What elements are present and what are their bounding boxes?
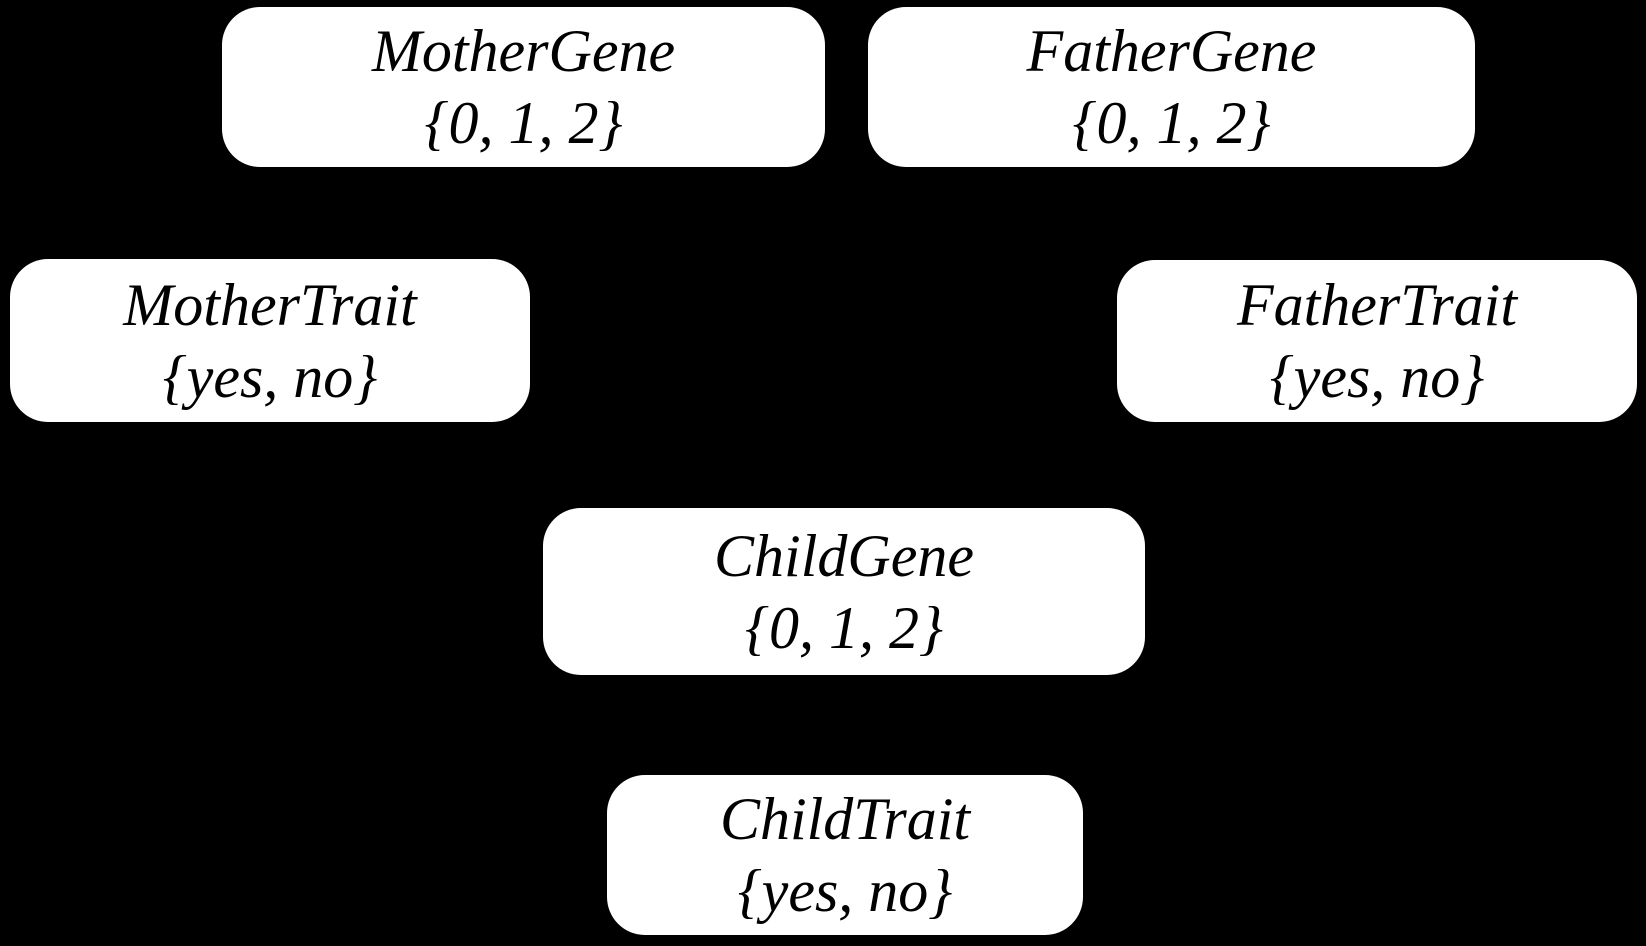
node-father-gene: FatherGene {0, 1, 2} [868,7,1475,167]
node-child-gene: ChildGene {0, 1, 2} [543,508,1145,675]
node-mother-trait-domain: {yes, no} [162,343,378,410]
node-father-trait-label: FatherTrait [1236,272,1518,338]
node-mother-trait: MotherTrait {yes, no} [10,259,530,422]
node-child-trait-domain: {yes, no} [737,858,953,924]
node-child-gene-domain: {0, 1, 2} [745,594,943,661]
node-child-gene-label: ChildGene [714,522,974,589]
node-father-trait-domain: {yes, no} [1269,344,1485,410]
node-mother-gene: MotherGene {0, 1, 2} [222,7,825,167]
node-mother-gene-label: MotherGene [371,18,676,84]
node-mother-gene-domain: {0, 1, 2} [424,90,623,156]
node-father-trait: FatherTrait {yes, no} [1117,260,1637,422]
node-child-trait-label: ChildTrait [719,786,971,852]
node-mother-trait-label: MotherTrait [123,271,417,338]
node-child-trait: ChildTrait {yes, no} [607,775,1083,935]
node-father-gene-domain: {0, 1, 2} [1072,90,1271,156]
node-father-gene-label: FatherGene [1026,18,1317,84]
